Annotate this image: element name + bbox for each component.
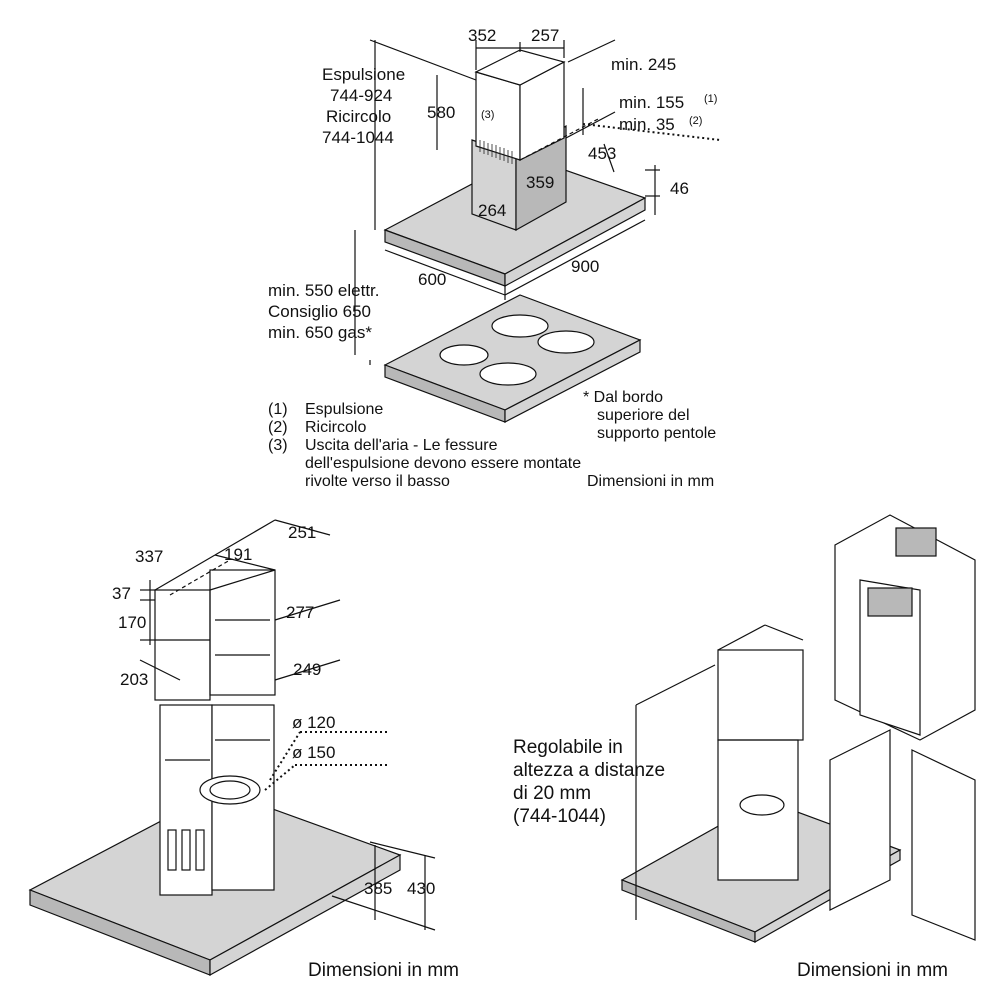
- dim-203: 203: [120, 670, 148, 689]
- dim-min35: min. 35: [619, 115, 675, 134]
- dim-430: 430: [407, 879, 435, 898]
- clearance-line-2: Consiglio 650: [268, 302, 371, 321]
- mounting-frame-lower-left: [159, 704, 213, 896]
- adjustable-line-1: Regolabile in: [513, 737, 623, 758]
- legend-text-3-line-3: rivolte verso il basso: [305, 473, 450, 490]
- top-units-label: Dimensioni in mm: [587, 473, 714, 490]
- top-hood-diagram: Espulsione 744-924 Ricircolo 744-1044 35…: [268, 26, 721, 423]
- dim-170: 170: [118, 613, 146, 632]
- legend-text-2: Ricircolo: [305, 419, 366, 436]
- adjustable-line-2: altezza a distanze: [513, 760, 665, 781]
- recirculation-range: 744-1044: [322, 128, 394, 147]
- diameter-150: ø 150: [292, 743, 335, 762]
- right-units-label: Dimensioni in mm: [797, 960, 948, 981]
- dim-257: 257: [531, 26, 559, 45]
- dim-600: 600: [418, 270, 446, 289]
- adjustable-line-4: (744-1044): [513, 806, 606, 827]
- dim-46: 46: [670, 179, 689, 198]
- clearance-line-3: min. 650 gas*: [268, 323, 372, 342]
- upper-panel-front: [859, 579, 921, 736]
- mounting-frame-upper-left: [154, 589, 211, 701]
- dim-251: 251: [288, 523, 316, 542]
- note-line-1: * Dal bordo: [583, 389, 663, 406]
- dim-264: 264: [478, 201, 506, 220]
- diameter-120: ø 120: [292, 713, 335, 732]
- ceiling-plate-side: [209, 853, 401, 977]
- dim-277: 277: [286, 603, 314, 622]
- right-air-outlet: [739, 794, 785, 816]
- burner-4: [479, 362, 537, 386]
- left-units-label: Dimensioni in mm: [308, 960, 459, 981]
- cooktop-side: [504, 339, 641, 423]
- legend: (1) Espulsione (2) Ricircolo (3) Uscita …: [268, 389, 716, 490]
- vent-grille-upper: [895, 527, 937, 557]
- dim-min155: min. 155: [619, 93, 684, 112]
- legend-text-3-line-2: dell'espulsione devono essere montate: [305, 455, 581, 472]
- footnote-2-marker: (2): [689, 115, 702, 127]
- chimney-top-cap: [474, 49, 566, 86]
- burner-1: [491, 314, 549, 338]
- lower-panel-left: [829, 729, 891, 911]
- assembly-diagram: Regolabile in altezza a distanze di 20 m…: [513, 514, 976, 981]
- dim-37: 37: [112, 584, 131, 603]
- footnote-1-marker: (1): [704, 93, 717, 105]
- note-line-2: superiore del: [597, 407, 690, 424]
- dim-min245: min. 245: [611, 55, 676, 74]
- exhaust-range: 744-924: [330, 86, 392, 105]
- dim-453: 453: [588, 144, 616, 163]
- recirculation-label: Ricircolo: [326, 107, 391, 126]
- adjustable-line-3: di 20 mm: [513, 783, 591, 804]
- burner-2: [537, 330, 595, 354]
- hood-canopy-side: [504, 196, 646, 288]
- vent-grille-lower: [867, 587, 913, 617]
- dim-359: 359: [526, 173, 554, 192]
- dim-580: 580: [427, 103, 455, 122]
- air-outlet-vents: [479, 140, 513, 164]
- air-outlet-inner-ring: [209, 780, 251, 800]
- callout-3: (3): [481, 109, 494, 121]
- dim-900: 900: [571, 257, 599, 276]
- legend-text-3-line-1: Uscita dell'aria - Le fessure: [305, 437, 498, 454]
- legend-number-3: (3): [268, 437, 288, 454]
- mounting-frame-upper-right: [209, 569, 276, 696]
- clearance-line-1: min. 550 elettr.: [268, 281, 380, 300]
- legend-text-1: Espulsione: [305, 401, 383, 418]
- dim-191: 191: [224, 545, 252, 564]
- dim-385: 385: [364, 879, 392, 898]
- burner-3: [439, 344, 489, 366]
- dim-352: 352: [468, 26, 496, 45]
- dim-337: 337: [135, 547, 163, 566]
- note-line-3: supporto pentole: [597, 425, 716, 442]
- dim-249: 249: [293, 660, 321, 679]
- right-frame-upper: [717, 649, 804, 741]
- lower-panel-right: [911, 749, 976, 941]
- legend-number-1: (1): [268, 401, 288, 418]
- legend-number-2: (2): [268, 419, 288, 436]
- frame-dimension-diagram: 251 337 191 37 277 170 203 249 ø 120 ø 1…: [28, 519, 459, 981]
- exhaust-label: Espulsione: [322, 65, 405, 84]
